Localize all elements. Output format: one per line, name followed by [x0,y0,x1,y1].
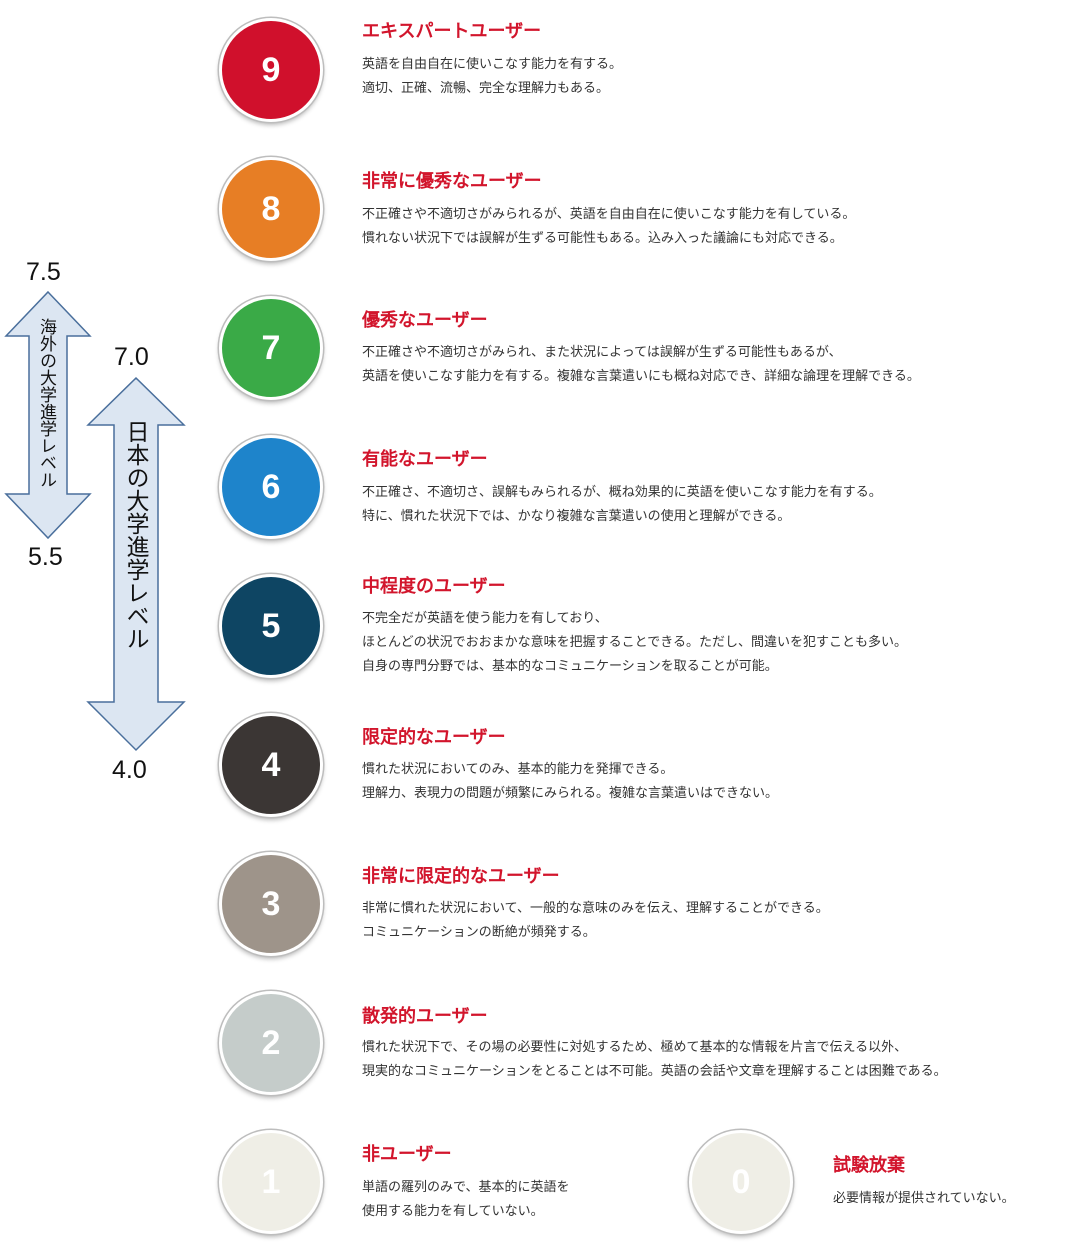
band-description-line: コミュニケーションの断絶が頻発する。 [362,925,596,940]
band-description-line: 必要情報が提供されていない。 [833,1191,1015,1206]
band-score-circle: 0 [689,1130,793,1234]
band-description-line: 不正確さや不適切さがみられるが、英語を自由自在に使いこなす能力を有している。 [362,207,856,222]
band-score-circle: 6 [219,435,323,539]
band-title: 限定的なユーザー [362,727,506,748]
band-score-circle: 9 [219,18,323,122]
band-score: 3 [261,884,281,923]
band-description: 慣れた状況においてのみ、基本的能力を発揮できる。 理解力、表現力の問題が頻繁にみ… [362,758,778,806]
band-score-circle: 8 [219,157,323,261]
band-title: 有能なユーザー [362,449,488,470]
band-score-circle: 7 [219,296,323,400]
band-description-line: 英語を使いこなす能力を有する。複雑な言葉遣いにも概ね対応でき、詳細な論理を理解で… [362,369,920,384]
band-score: 7 [261,328,281,367]
band-title: 優秀なユーザー [362,310,488,331]
band-score: 1 [261,1162,281,1201]
band-description: 必要情報が提供されていない。 [833,1187,1015,1211]
japan-level-bottom: 4.0 [112,756,147,784]
band-description-line: 特に、慣れた状況下では、かなり複雑な言葉遣いの使用と理解ができる。 [362,509,791,524]
band-description-line: 単語の羅列のみで、基本的に英語を [362,1180,570,1195]
japan-level-top: 7.0 [114,343,149,371]
overseas-level-top: 7.5 [26,258,61,286]
band-description-line: 適切、正確、流暢、完全な理解力もある。 [362,81,610,96]
band-score: 6 [261,467,281,506]
band-description-line: 不正確さや不適切さがみられ、また状況によっては誤解が生ずる可能性もあるが、 [362,345,842,360]
japan-level-label: 日本の大学進学レベル [122,420,148,650]
band-title: 中程度のユーザー [362,576,506,597]
band-score: 8 [261,189,281,228]
band-score: 9 [261,50,281,89]
band-score: 0 [731,1162,751,1201]
band-score: 5 [261,606,281,645]
overseas-level-label: 海外の大学進学レベル [36,318,56,488]
band-description-line: 理解力、表現力の問題が頻繁にみられる。複雑な言葉遣いはできない。 [362,786,779,801]
band-description: 英語を自由自在に使いこなす能力を有する。 適切、正確、流暢、完全な理解力もある。 [362,53,622,101]
band-score-circle: 3 [219,852,323,956]
band-score-circle: 5 [219,574,323,678]
overseas-level-bottom: 5.5 [28,543,63,571]
band-score-circle: 2 [219,991,323,1095]
band-description-line: 自身の専門分野では、基本的なコミュニケーションを取ることが可能。 [362,659,778,674]
band-description-line: 使用する能力を有していない。 [362,1204,544,1219]
band-description-line: 不正確さ、不適切さ、誤解もみられるが、概ね効果的に英語を使いこなす能力を有する。 [362,485,882,500]
band-title: エキスパートユーザー [362,21,542,42]
band-description: 非常に慣れた状況において、一般的な意味のみを伝え、理解することができる。 コミュ… [362,897,829,945]
band-description: 不完全だが英語を使う能力を有しており、 ほとんどの状況でおおまかな意味を把握する… [362,607,907,679]
band-description-line: 慣れた状況においてのみ、基本的能力を発揮できる。 [362,762,674,777]
band-title: 試験放棄 [833,1155,905,1176]
band-title: 非常に限定的なユーザー [362,866,560,887]
band-description-line: 英語を自由自在に使いこなす能力を有する。 [362,57,623,72]
band-description: 慣れた状況下で、その場の必要性に対処するため、極めて基本的な情報を片言で伝える以… [362,1036,947,1084]
band-description: 不正確さや不適切さがみられ、また状況によっては誤解が生ずる可能性もあるが、 英語… [362,341,920,389]
band-title: 非常に優秀なユーザー [362,171,542,192]
band-description: 不正確さ、不適切さ、誤解もみられるが、概ね効果的に英語を使いこなす能力を有する。… [362,481,882,529]
band-score-circle: 1 [219,1130,323,1234]
band-description-line: ほとんどの状況でおおまかな意味を把握することできる。ただし、間違いを犯すことも多… [362,635,907,650]
band-description: 不正確さや不適切さがみられるが、英語を自由自在に使いこなす能力を有している。 慣… [362,203,855,251]
band-description-line: 現実的なコミュニケーションをとることは不可能。英語の会話や文章を理解することは困… [362,1064,947,1079]
band-score: 2 [261,1023,281,1062]
band-description-line: 不完全だが英語を使う能力を有しており、 [362,611,608,626]
band-description-line: 慣れない状況下では誤解が生ずる可能性もある。込み入った議論にも対応できる。 [362,231,843,246]
band-title: 散発的ユーザー [362,1006,488,1027]
band-description: 単語の羅列のみで、基本的に英語を 使用する能力を有していない。 [362,1176,569,1224]
band-score: 4 [261,745,281,784]
band-title: 非ユーザー [362,1144,452,1165]
band-description-line: 慣れた状況下で、その場の必要性に対処するため、極めて基本的な情報を片言で伝える以… [362,1040,908,1055]
band-description-line: 非常に慣れた状況において、一般的な意味のみを伝え、理解することができる。 [362,901,829,916]
band-score-circle: 4 [219,713,323,817]
